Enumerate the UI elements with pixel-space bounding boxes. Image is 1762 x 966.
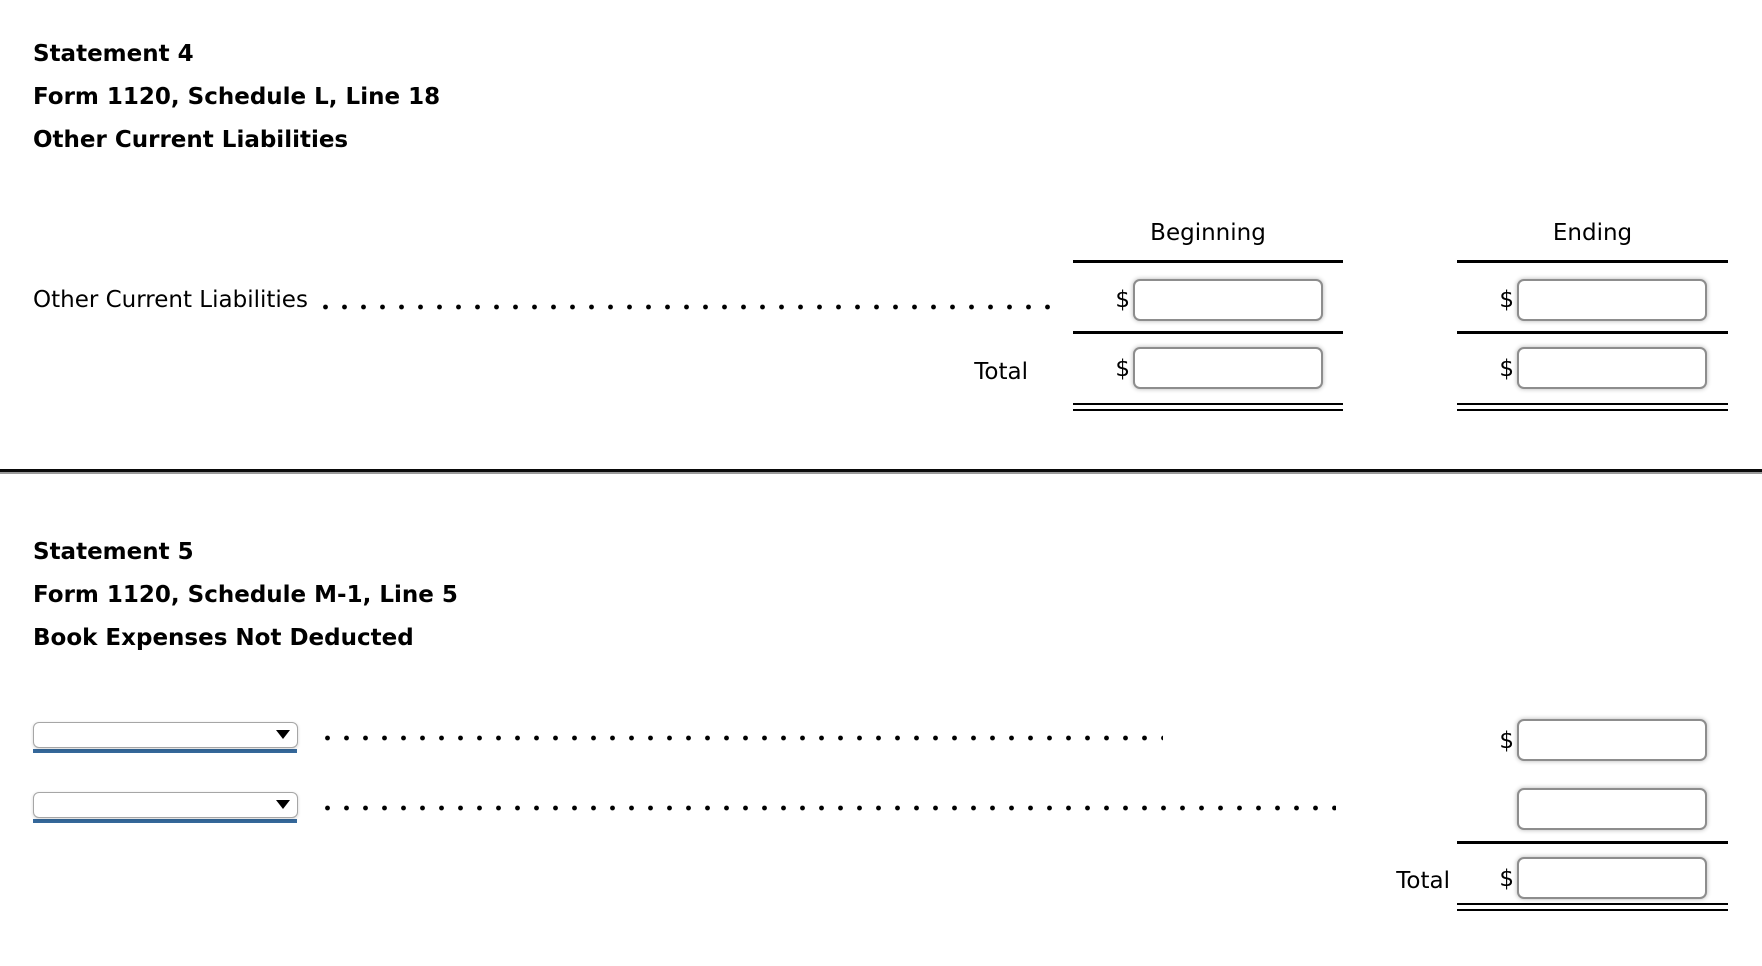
beginning-header-rule <box>1073 260 1343 263</box>
dotted-leader <box>315 302 1056 312</box>
beginning-total-input[interactable] <box>1133 347 1323 389</box>
expense-amount-input-1[interactable] <box>1517 719 1707 761</box>
statement5-subtotal-rule <box>1457 841 1728 844</box>
statement5-section: Statement 5 Form 1120, Schedule M-1, Lin… <box>0 476 1762 966</box>
expense-dropdown-1[interactable] <box>33 722 298 748</box>
statement4-title: Statement 4 <box>33 41 194 67</box>
statement4-form-line: Form 1120, Schedule L, Line 18 <box>33 84 441 110</box>
total-label: Total <box>974 359 1028 385</box>
beginning-amount-input[interactable] <box>1133 279 1323 321</box>
statement4-section: Statement 4 Form 1120, Schedule L, Line … <box>0 0 1762 469</box>
dollar-sign-label: $ <box>1115 356 1130 382</box>
expense-dropdown-1-wrap <box>33 722 298 753</box>
expense-dropdown-2[interactable] <box>33 792 298 818</box>
expense-dropdown-2-wrap <box>33 792 298 823</box>
dollar-sign-label: $ <box>1499 287 1514 313</box>
ending-total-double-rule <box>1457 403 1728 411</box>
other-current-liabilities-label: Other Current Liabilities <box>33 287 308 313</box>
ending-subtotal-rule <box>1457 331 1728 334</box>
statement5-total-double-rule <box>1457 903 1728 911</box>
dropdown-underline <box>33 749 297 753</box>
dotted-leader <box>318 733 1163 743</box>
statement5-total-input[interactable] <box>1517 857 1707 899</box>
ending-amount-input[interactable] <box>1517 279 1707 321</box>
statement5-title: Statement 5 <box>33 539 194 565</box>
statement5-form-line: Form 1120, Schedule M-1, Line 5 <box>33 582 458 608</box>
dollar-sign-label: $ <box>1499 356 1514 382</box>
ending-column-header: Ending <box>1552 220 1633 246</box>
statement5-titles: Statement 5 Form 1120, Schedule M-1, Lin… <box>33 531 458 660</box>
statement5-subtitle: Book Expenses Not Deducted <box>33 625 414 651</box>
dollar-sign-label: $ <box>1499 728 1514 754</box>
beginning-subtotal-rule <box>1073 331 1343 334</box>
expense-amount-input-2[interactable] <box>1517 788 1707 830</box>
total-label: Total <box>1396 868 1450 894</box>
ending-total-input[interactable] <box>1517 347 1707 389</box>
other-current-liabilities-row: Other Current Liabilities <box>33 287 1060 313</box>
section-divider <box>0 469 1762 474</box>
beginning-total-double-rule <box>1073 403 1343 411</box>
dotted-leader <box>318 803 1336 813</box>
dollar-sign-label: $ <box>1115 287 1130 313</box>
statement4-titles: Statement 4 Form 1120, Schedule L, Line … <box>33 33 440 162</box>
statement4-subtitle: Other Current Liabilities <box>33 127 349 153</box>
beginning-column-header: Beginning <box>1150 220 1266 246</box>
ending-header-rule <box>1457 260 1728 263</box>
dollar-sign-label: $ <box>1499 866 1514 892</box>
dropdown-underline <box>33 819 297 823</box>
